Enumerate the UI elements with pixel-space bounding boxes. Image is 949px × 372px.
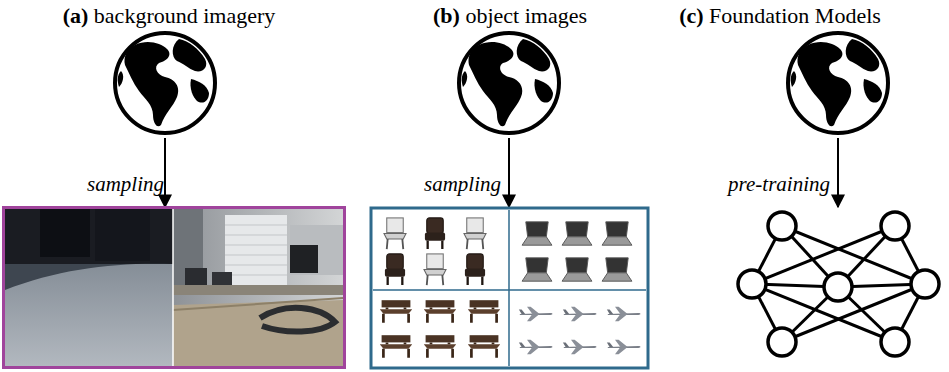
process-verb: pre-training [670,172,830,196]
globe-icon [115,33,215,133]
object-thumbnails [371,208,648,368]
panel-heading: (b) object images [345,3,675,28]
process-verb: sampling [4,172,164,196]
neural-network-icon [738,212,939,356]
globe-icon [459,33,559,133]
background-photos [4,208,345,368]
flow-arrows [165,138,838,207]
globe-icon [788,33,888,133]
panel-heading: (c) Foundation Models [615,3,945,28]
process-verb: sampling [341,172,501,196]
panel-heading: (a) background imagery [4,3,334,28]
